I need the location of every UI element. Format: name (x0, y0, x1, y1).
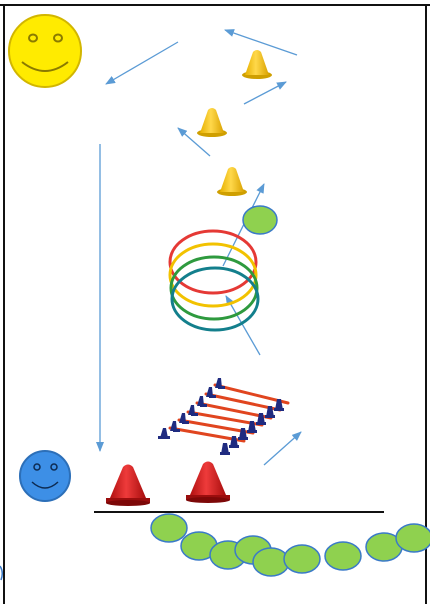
player-token-icon (0, 565, 4, 581)
player-token-icon (324, 541, 362, 571)
arrow-4 (177, 127, 211, 157)
yellow-cone-icon (217, 167, 247, 196)
arrow-2 (105, 41, 179, 85)
red-cone-icon (186, 461, 230, 503)
field-border (0, 4, 430, 604)
arrow-8 (263, 431, 302, 466)
yellow-cone-icon (242, 50, 272, 79)
red-cone-icon (106, 464, 150, 506)
yellow-cone-icon (197, 108, 227, 137)
arrow-1 (224, 29, 298, 56)
player-token-icon (283, 544, 321, 574)
player-token-icon (252, 547, 290, 577)
player-smiley-icon (19, 450, 71, 502)
player-token-icon (395, 523, 430, 553)
player-token-icon (150, 513, 188, 543)
hurdles-icon (158, 378, 290, 455)
player-token-icon (242, 205, 278, 235)
coach-smiley-icon (8, 14, 82, 88)
hoops-icon (168, 229, 260, 332)
player-queue (150, 513, 430, 577)
arrow-3 (243, 81, 287, 105)
arrow-6 (225, 295, 261, 356)
